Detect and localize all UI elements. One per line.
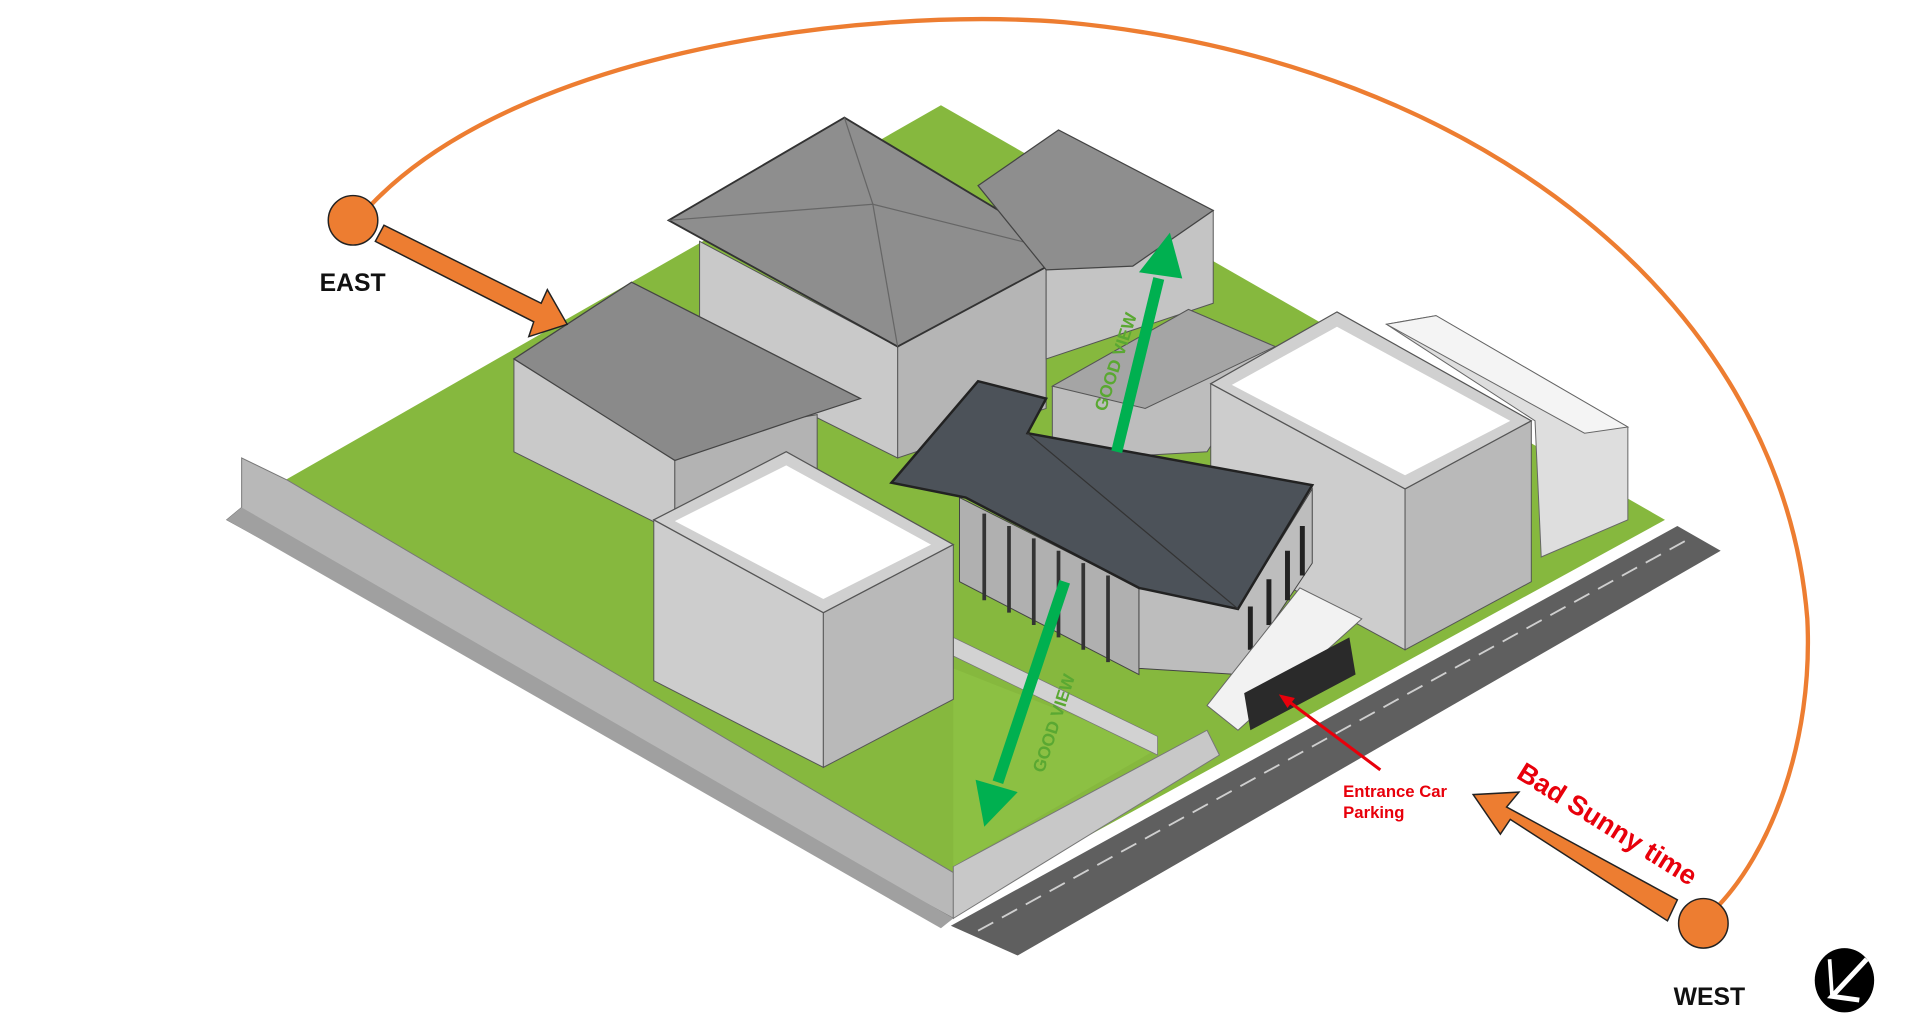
house-gable-left-roof bbox=[512, 281, 863, 462]
road bbox=[950, 526, 1721, 956]
good-view-arrow-north bbox=[1111, 232, 1183, 454]
east-label: EAST bbox=[320, 270, 386, 297]
sun-path-arc bbox=[370, 17, 1811, 912]
box-left-roof-inner bbox=[674, 465, 932, 600]
entrance-pointer bbox=[1286, 699, 1382, 772]
boundary-wall-front bbox=[952, 729, 1221, 920]
entrance-pointer-head bbox=[1278, 694, 1295, 708]
boundary-wall-top bbox=[226, 507, 954, 929]
courtyard-lawn bbox=[953, 668, 1158, 867]
east-sun-icon bbox=[327, 194, 379, 246]
compass-arrow-logo bbox=[1814, 948, 1875, 1013]
west-sun-icon bbox=[1677, 897, 1729, 949]
house-far-right-roof bbox=[1385, 315, 1630, 434]
main-roof-ridge bbox=[1027, 432, 1239, 610]
east-sun-arrow bbox=[374, 224, 569, 338]
entrance-label-line2: Parking bbox=[1343, 803, 1404, 822]
hip-ridge-2 bbox=[872, 204, 899, 347]
west-label: WEST bbox=[1674, 984, 1746, 1011]
good-view-arrow-south bbox=[975, 579, 1070, 827]
entrance-label-line1: Entrance Car bbox=[1343, 782, 1447, 801]
box-right-roof-inner bbox=[1231, 326, 1511, 476]
house-back-gable-roof bbox=[977, 129, 1215, 271]
west-sun-arrow bbox=[1471, 791, 1679, 922]
hip-ridge-3 bbox=[843, 117, 874, 205]
main-house-wing-windows bbox=[1247, 526, 1305, 650]
garage-gate bbox=[1244, 637, 1356, 731]
